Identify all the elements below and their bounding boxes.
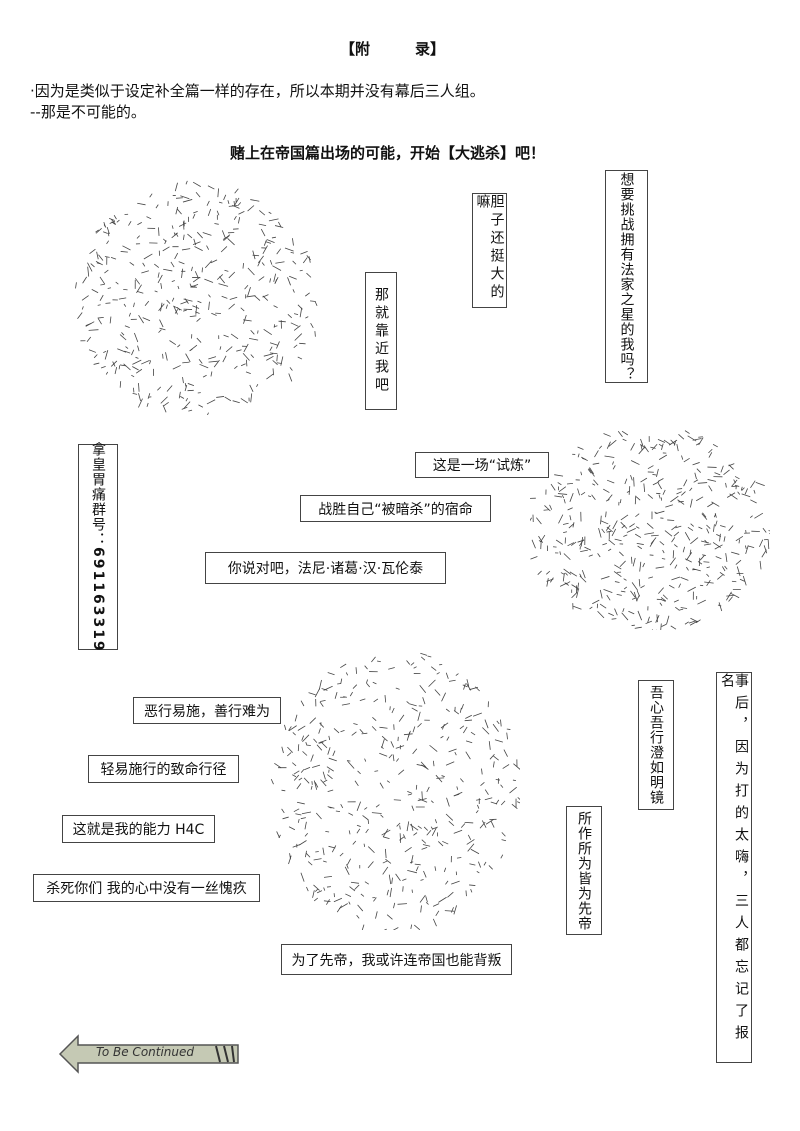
- appendix-title: 【附 录】: [340, 40, 446, 58]
- ascii-art-character-2: [530, 430, 770, 630]
- speech-box-after: 事后，因为打的太嗨，三人都忘记了报名: [716, 672, 752, 1063]
- to-be-continued-arrow: To Be Continued: [58, 1034, 240, 1074]
- speech-box-ability: 这就是我的能力 H4C: [62, 815, 215, 843]
- headline: 赌上在帝国篇出场的可能，开始【大逃杀】吧！: [230, 144, 546, 162]
- speech-box-bold: 胆子还挺大的嘛: [472, 193, 507, 308]
- intro-line-2: --那是不可能的。: [30, 103, 146, 121]
- intro-line-1: ·因为是类似于设定补全篇一样的存在，所以本期并没有幕后三人组。: [30, 82, 485, 100]
- speech-box-emperor: 所作所为皆为先帝: [566, 806, 602, 935]
- ascii-art-character-3: [270, 652, 520, 930]
- arrow-left-icon: [58, 1034, 239, 1074]
- speech-box-near: 那就靠近我吧: [365, 272, 397, 410]
- speech-box-fate: 战胜自己“被暗杀”的宿命: [300, 495, 491, 522]
- speech-box-right: 你说对吧，法尼·诸葛·汉·瓦伦泰: [205, 552, 446, 584]
- speech-box-mirror: 吾心吾行澄如明镜: [638, 680, 674, 810]
- speech-box-evil: 恶行易施，善行难为: [133, 697, 281, 724]
- to-be-continued-text: To Be Continued: [96, 1045, 195, 1059]
- group-label: 拿皇胃痛群号：: [90, 441, 106, 547]
- speech-box-kill: 杀死你们 我的心中没有一丝愧疚: [33, 874, 260, 902]
- group-number: 691163319: [90, 546, 106, 653]
- group-number-box: 拿皇胃痛群号： 691163319: [78, 441, 118, 653]
- ascii-art-character-1: [75, 180, 318, 415]
- speech-box-trial: 这是一场“试炼”: [415, 452, 549, 478]
- speech-box-deadly: 轻易施行的致命行径: [88, 755, 239, 783]
- speech-box-betray: 为了先帝，我或许连帝国也能背叛: [281, 944, 512, 975]
- speech-box-challenge: 想要挑战拥有法家之星的我吗？: [605, 170, 648, 383]
